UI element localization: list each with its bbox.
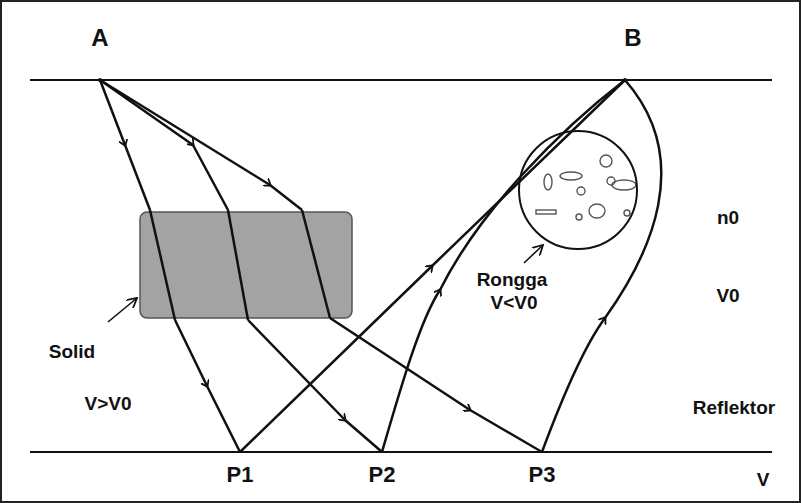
region-label: Rongga (477, 270, 548, 291)
medium-label: n0 (717, 208, 739, 229)
cavity-outline (518, 130, 638, 250)
pore (600, 155, 612, 167)
refracted-ray (302, 210, 330, 318)
incident-ray (175, 320, 240, 452)
pore (577, 187, 585, 195)
ray-paths (100, 80, 661, 452)
pore (607, 177, 615, 185)
point-label: P2 (369, 463, 396, 487)
point-label: A (91, 25, 108, 51)
leader-line (524, 245, 543, 263)
velocity-label: V0 (716, 286, 739, 307)
cavity-pores (536, 155, 636, 220)
pore (624, 210, 630, 216)
point-label: P3 (529, 463, 556, 487)
reflected-ray (240, 80, 625, 452)
point-label: P1 (227, 463, 254, 487)
pore (576, 214, 582, 220)
cavity-region: RonggaV<V0 (518, 130, 638, 250)
incident-ray (330, 318, 542, 452)
surface-line (30, 79, 772, 81)
pore (544, 174, 552, 190)
velocity-label: V>V0 (84, 394, 131, 415)
velocity-label: V (757, 470, 770, 491)
refracted-ray (228, 210, 248, 320)
solid-region: Solid (140, 212, 352, 318)
leader-line (108, 298, 137, 322)
pore (612, 180, 636, 190)
layer-label: Reflektor (693, 398, 775, 419)
pore (560, 172, 582, 180)
reflected-ray (382, 80, 625, 452)
pore (589, 204, 605, 218)
source-point (98, 78, 102, 82)
region-label: Solid (49, 342, 95, 363)
region-label: V<V0 (490, 293, 537, 314)
pore (536, 210, 556, 214)
refracted-ray (150, 210, 175, 320)
incident-ray (100, 80, 302, 210)
incident-ray (100, 80, 228, 210)
point-label: B (624, 25, 641, 51)
incident-ray (100, 80, 150, 210)
reflector-line (30, 451, 772, 453)
receiver-point (623, 78, 627, 82)
cavity-circle (519, 131, 637, 249)
